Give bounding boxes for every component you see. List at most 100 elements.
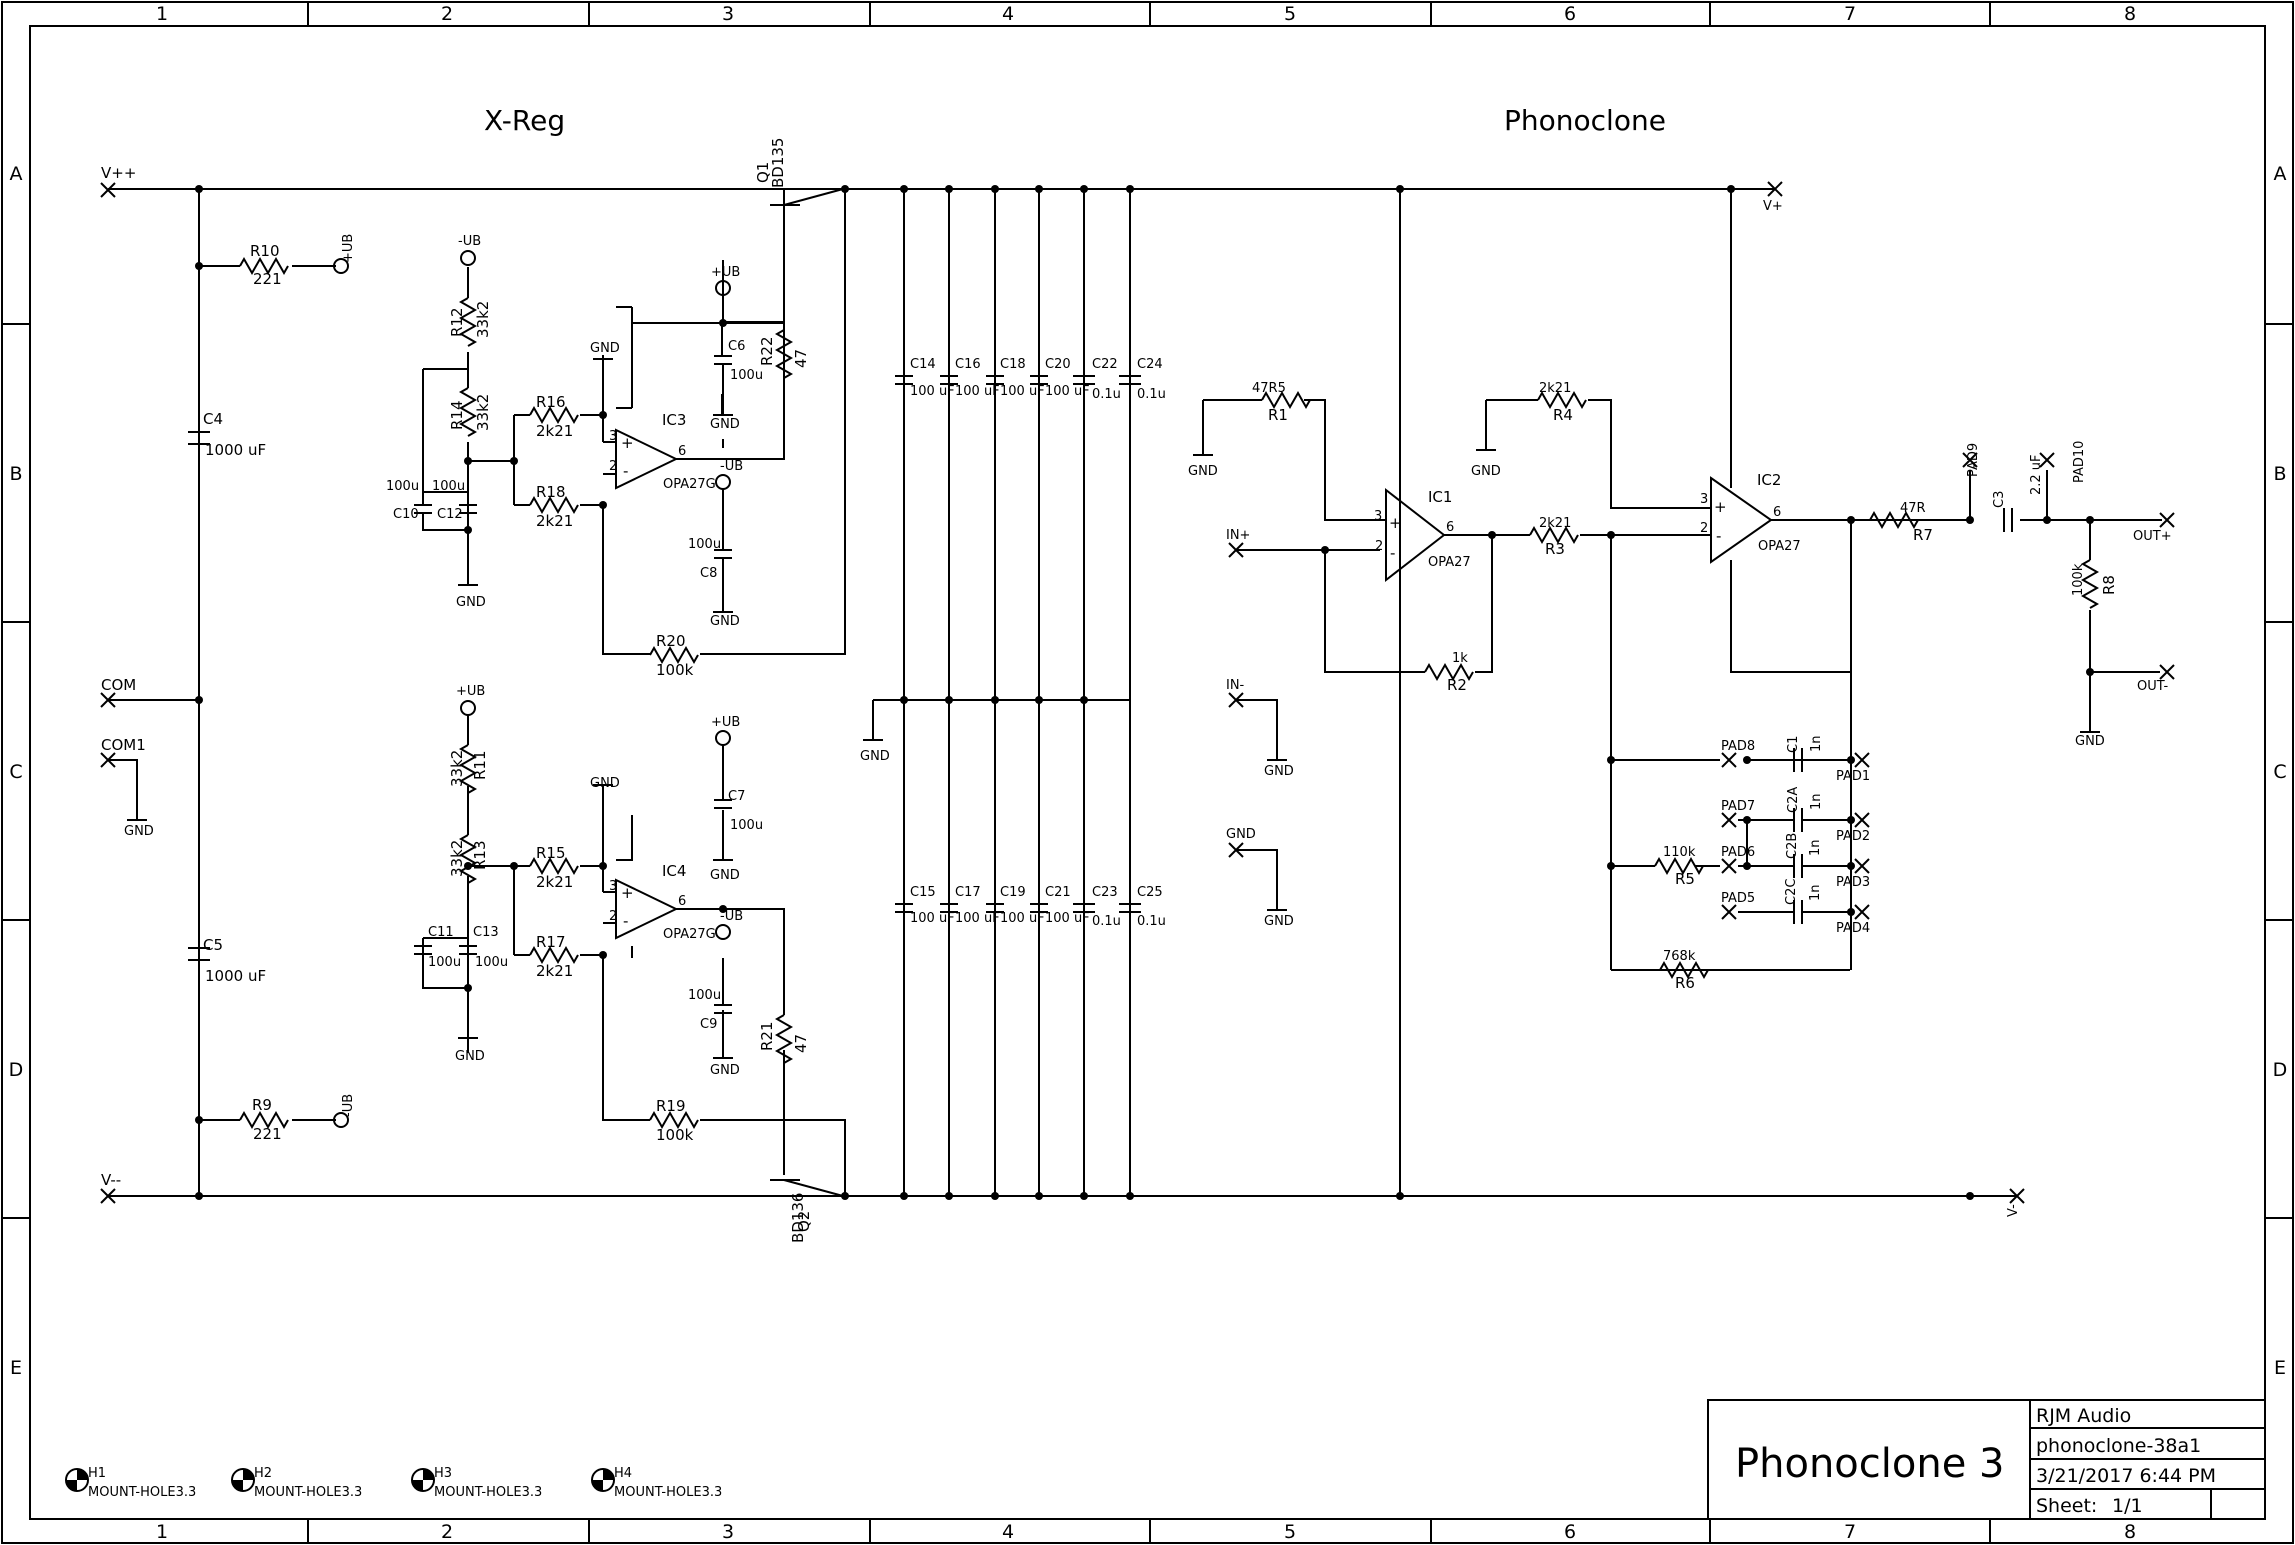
svg-text:C2B: C2B xyxy=(1785,833,1800,859)
section-title-xreg: X-Reg xyxy=(484,104,565,137)
grid-row-left: E xyxy=(10,1357,22,1379)
capacitor-c8: -UB 100u C8 GND xyxy=(688,459,743,629)
junction-dots xyxy=(195,185,2094,1200)
grid-row-left: C xyxy=(9,761,22,783)
svg-text:C20: C20 xyxy=(1045,357,1071,372)
svg-text:C14: C14 xyxy=(910,357,936,372)
svg-text:1n: 1n xyxy=(1809,793,1824,810)
grid-col-top: 1 xyxy=(156,3,168,25)
svg-text:100u: 100u xyxy=(432,479,465,494)
svg-text:PAD2: PAD2 xyxy=(1836,829,1870,844)
resistor-r18: R18 2k21 xyxy=(529,483,579,530)
svg-text:+: + xyxy=(1389,514,1402,532)
resistor-r17: R17 2k21 xyxy=(529,933,579,980)
svg-text:-UB: -UB xyxy=(341,1094,356,1117)
svg-text:PAD1: PAD1 xyxy=(1836,769,1870,784)
svg-text:100 uF: 100 uF xyxy=(1000,911,1045,926)
xreg-upper-wiring xyxy=(199,189,846,655)
svg-text:1000 uF: 1000 uF xyxy=(205,441,266,459)
svg-text:0.1u: 0.1u xyxy=(1092,387,1121,402)
riaa-network: C1 1n C2A 1n C2B 1n C2C 1n 110k R5 768k … xyxy=(1611,735,1851,992)
svg-text:C21: C21 xyxy=(1045,885,1071,900)
capacitor-c7: +UB C7 100u GND xyxy=(710,715,763,883)
op-amp-ic4: + - 3 2 6 IC4 OPA27G xyxy=(609,862,716,942)
svg-text:C13: C13 xyxy=(473,925,499,940)
svg-text:C15: C15 xyxy=(910,885,936,900)
svg-text:2: 2 xyxy=(1375,539,1383,554)
svg-text:100k: 100k xyxy=(656,661,694,679)
ic2-part: OPA27 xyxy=(1758,539,1801,554)
svg-text:MOUNT-HOLE3.3: MOUNT-HOLE3.3 xyxy=(434,1485,542,1500)
grid-col-bottom: 2 xyxy=(441,1521,453,1543)
svg-text:R19: R19 xyxy=(656,1097,686,1115)
svg-text:PAD5: PAD5 xyxy=(1721,891,1755,906)
grid-col-bottom: 6 xyxy=(1564,1521,1576,1543)
svg-text:100u: 100u xyxy=(688,537,721,552)
svg-text:1n: 1n xyxy=(1808,884,1823,901)
grid-col-bottom: 7 xyxy=(1844,1521,1856,1543)
svg-text:47R5: 47R5 xyxy=(1252,381,1286,396)
svg-text:R22: R22 xyxy=(758,336,776,366)
resistor-r10: R10 221 +UB xyxy=(239,234,356,288)
svg-text:PAD6: PAD6 xyxy=(1721,845,1755,860)
svg-text:100 uF: 100 uF xyxy=(955,911,1000,926)
transistor-q1: Q1 BD135 xyxy=(754,138,844,460)
svg-text:C18: C18 xyxy=(1000,357,1026,372)
svg-text:33k2: 33k2 xyxy=(448,840,466,877)
svg-text:100u: 100u xyxy=(428,955,461,970)
svg-text:33k2: 33k2 xyxy=(474,301,492,338)
out-minus-label: OUT- xyxy=(2137,679,2168,694)
svg-text:2: 2 xyxy=(1700,521,1708,536)
svg-text:-UB: -UB xyxy=(720,909,743,924)
svg-text:100k: 100k xyxy=(656,1126,694,1144)
svg-text:H1: H1 xyxy=(88,1466,106,1481)
svg-text:GND: GND xyxy=(456,595,486,610)
svg-text:C3: C3 xyxy=(1992,491,2007,508)
svg-text:+UB: +UB xyxy=(456,684,485,699)
svg-text:100u: 100u xyxy=(475,955,508,970)
svg-text:C8: C8 xyxy=(700,566,717,581)
grid-row-left: D xyxy=(9,1059,24,1081)
mount-holes: H1 MOUNT-HOLE3.3 H2 MOUNT-HOLE3.3 H3 MOU… xyxy=(65,1466,722,1500)
svg-text:R2: R2 xyxy=(1447,676,1467,694)
gnd-symbol-ic4: GND xyxy=(590,776,620,791)
gnd-terminal-label: GND xyxy=(1226,827,1256,842)
grid-col-bottom: 1 xyxy=(156,1521,168,1543)
svg-text:-: - xyxy=(623,462,628,480)
svg-text:R16: R16 xyxy=(536,393,566,411)
drawing-title: Phonoclone 3 xyxy=(1735,1441,2004,1487)
mount-hole-h1: H1 MOUNT-HOLE3.3 xyxy=(65,1466,196,1500)
vpp-label: V++ xyxy=(101,164,136,182)
company-name: RJM Audio xyxy=(2036,1405,2131,1427)
grid-column-labels: 1 2 3 4 5 6 7 8 1 2 3 4 5 6 7 8 xyxy=(156,3,2136,1543)
svg-text:+: + xyxy=(1714,498,1727,516)
svg-text:C6: C6 xyxy=(728,339,745,354)
svg-text:PAD3: PAD3 xyxy=(1836,875,1870,890)
vmm-label: V-- xyxy=(101,1171,121,1189)
grid-row-right: A xyxy=(2274,163,2287,185)
svg-text:GND: GND xyxy=(590,341,620,356)
resistor-r19: R19 100k xyxy=(649,1097,699,1144)
grid-row-right: D xyxy=(2273,1059,2288,1081)
resistor-r14: R14 33k2 xyxy=(448,387,492,437)
svg-text:C17: C17 xyxy=(955,885,981,900)
svg-text:C22: C22 xyxy=(1092,357,1118,372)
svg-text:R4: R4 xyxy=(1553,406,1573,424)
svg-text:6: 6 xyxy=(1773,505,1781,520)
svg-text:100 uF: 100 uF xyxy=(910,911,955,926)
svg-text:+: + xyxy=(621,884,634,902)
grid-col-bottom: 8 xyxy=(2124,1521,2136,1543)
svg-text:C11: C11 xyxy=(428,925,454,940)
svg-text:100u: 100u xyxy=(386,479,419,494)
decoupling-bank: GND C14 100 uF C16 100 uF C18 100 uF C20… xyxy=(860,189,1166,1196)
ic2-ref: IC2 xyxy=(1757,471,1781,489)
svg-text:C23: C23 xyxy=(1092,885,1118,900)
svg-text:R8: R8 xyxy=(2100,575,2118,595)
grid-row-right: B xyxy=(2273,463,2286,485)
svg-text:GND: GND xyxy=(2075,734,2105,749)
svg-text:C25: C25 xyxy=(1137,885,1163,900)
mount-hole-h4: H4 MOUNT-HOLE3.3 xyxy=(591,1466,722,1500)
